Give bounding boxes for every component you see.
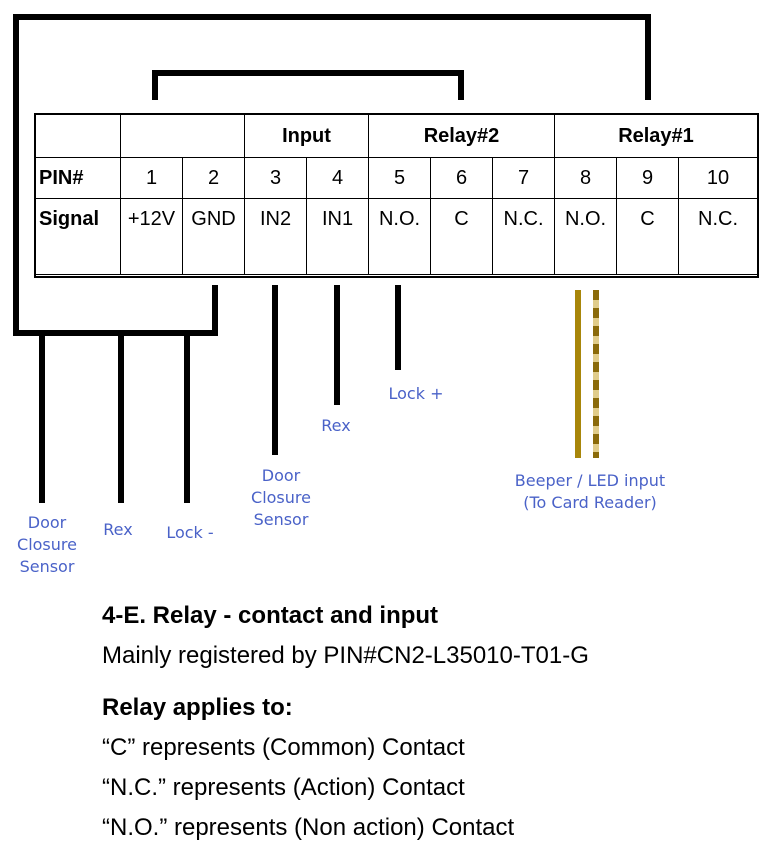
blank-cell	[182, 239, 245, 275]
note-line-no: “N.O.” represents (Non action) Contact	[102, 814, 515, 841]
blank-cell	[616, 239, 679, 275]
wire-jumper-pin1-pin6	[152, 70, 464, 100]
signal-name: C	[616, 198, 679, 239]
signal-name: N.C.	[678, 198, 758, 239]
pin-number: 4	[306, 157, 369, 199]
blank-cell	[34, 239, 121, 275]
pin-number: 2	[182, 157, 245, 199]
blank-cell	[244, 239, 307, 275]
blank-cell	[554, 239, 617, 275]
pin-table: Input Relay#2 Relay#1 PIN# 1 2 3 4 5 6 7…	[34, 114, 758, 275]
signal-name: IN1	[306, 198, 369, 239]
pin-row-label: PIN#	[34, 157, 121, 199]
signal-name: N.O.	[368, 198, 431, 239]
label-door-closure-left: Door Closure Sensor	[17, 513, 77, 576]
power-group-header	[120, 114, 245, 158]
pin-number: 9	[616, 157, 679, 199]
label-lock-plus: Lock +	[388, 384, 444, 403]
relay1-header: Relay#1	[554, 114, 758, 158]
signal-name: +12V	[120, 198, 183, 239]
pin-number: 8	[554, 157, 617, 199]
wire-loop-pin9	[13, 14, 651, 336]
signal-name: IN2	[244, 198, 307, 239]
relay2-header: Relay#2	[368, 114, 555, 158]
section-subtitle: Mainly registered by PIN#CN2-L35010-T01-…	[102, 642, 589, 669]
input-header: Input	[244, 114, 369, 158]
blank-cell	[120, 239, 183, 275]
signal-name: C	[430, 198, 493, 239]
pin-number: 6	[430, 157, 493, 199]
blank-cell	[306, 239, 369, 275]
pin-number: 7	[492, 157, 555, 199]
signal-name: GND	[182, 198, 245, 239]
section-title: 4-E. Relay - contact and input	[102, 602, 439, 629]
label-door-closure-in2: Door Closure Sensor	[251, 466, 311, 529]
corner-cell	[34, 114, 121, 158]
blank-cell	[678, 239, 758, 275]
note-line-nc: “N.C.” represents (Action) Contact	[102, 774, 465, 801]
pin-number: 5	[368, 157, 431, 199]
pin-number: 1	[120, 157, 183, 199]
blank-cell	[492, 239, 555, 275]
applies-title: Relay applies to:	[102, 694, 293, 721]
pin-number: 10	[678, 157, 758, 199]
signal-name: N.O.	[554, 198, 617, 239]
label-rex-left: Rex	[103, 520, 133, 539]
label-lock-minus: Lock -	[166, 523, 214, 542]
signal-name: N.C.	[492, 198, 555, 239]
label-beeper-led: Beeper / LED input (To Card Reader)	[514, 471, 666, 512]
blank-cell	[368, 239, 431, 275]
blank-cell	[430, 239, 493, 275]
note-line-c: “C” represents (Common) Contact	[102, 734, 465, 761]
signal-row-label: Signal	[34, 198, 121, 239]
label-rex-in1: Rex	[321, 416, 351, 435]
notes-section: 4-E. Relay - contact and input Mainly re…	[102, 596, 589, 848]
pin-number: 3	[244, 157, 307, 199]
